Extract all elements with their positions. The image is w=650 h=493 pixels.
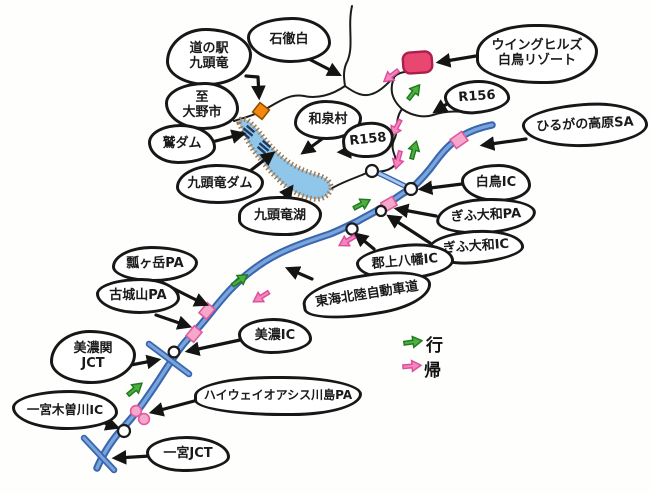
bubble-itoshiro: 石徹白	[247, 17, 331, 63]
return-arrow-icon	[249, 286, 273, 308]
arrow-washi-dam	[210, 129, 247, 144]
tokai-hokuriku-expressway-line	[80, 121, 496, 474]
road-r156-south	[372, 77, 404, 173]
return-arrow-icon	[379, 65, 403, 87]
arrow-gujo-hachiman-ic	[353, 232, 376, 251]
arrow-wing-hills	[435, 53, 478, 68]
pa-circles-icon-kawashima	[137, 412, 151, 426]
michinoeki-diamond-icon	[251, 101, 271, 121]
ic-circle-icon-gifu-yamato	[374, 204, 388, 218]
legend-go-label: 行	[426, 336, 443, 356]
local-roads	[233, 5, 465, 191]
bubble-michinoeki-kuzuryu: 道の駅 九頭竜	[166, 28, 252, 86]
arrow-gifu-yamato-ic	[386, 214, 432, 245]
road-to-resort	[344, 70, 415, 97]
legend-return-arrow-icon	[401, 359, 423, 373]
bubble-washi-dam: 鷲ダム	[148, 124, 216, 164]
bubble-wing-hills: ウイングヒルズ 白鳥リゾート	[476, 24, 598, 84]
road-r158-west	[233, 85, 346, 122]
resort-rect-icon	[401, 50, 434, 75]
bubble-to-ono-city: 至 大野市	[165, 82, 239, 130]
ic-circle-icon-ichinomiya-kisogawa	[116, 423, 132, 439]
go-arrow-icon	[405, 139, 423, 161]
bubble-highway-oasis-kawashima-pa: ハイウェイオアシス川島PA	[194, 376, 362, 416]
arrow-michinoeki	[244, 74, 266, 101]
bubble-ichinomiya-jct: 一宮JCT	[146, 436, 230, 472]
bubble-kuzuryu-dam: 九頭竜ダム	[176, 164, 264, 204]
arrow-hirugano	[479, 136, 528, 151]
pa-square-icon-fukubegatake	[197, 301, 217, 321]
bubble-kojozan-pa: 古城山PA	[96, 278, 180, 314]
bubble-mino-seki-jct: 美濃関 JCT	[50, 330, 136, 384]
pa-square-icon-hirugano	[448, 130, 470, 150]
ic-circle-icon-roads-junction	[364, 163, 380, 179]
arrow-kojozan-pa	[154, 313, 193, 330]
pa-square-icon-kojozan	[184, 324, 204, 344]
ic-circle-icon-gujo-hachiman	[345, 222, 359, 236]
legend-return-label: 帰	[424, 361, 441, 381]
arrow-shirotori-ic	[417, 180, 464, 196]
road-itoshiro	[343, 5, 353, 87]
bubble-ichinomiya-kisogawa-ic: 一宮木曽川IC	[12, 390, 118, 430]
arrow-tokai-hokuriku	[284, 266, 314, 281]
arrow-kuzuryu-dam	[248, 151, 276, 173]
bubble-mino-ic: 美濃IC	[238, 318, 312, 354]
legend-go-arrow-icon	[402, 334, 424, 350]
return-arrow-icon	[335, 230, 359, 252]
go-arrow-icon	[403, 80, 425, 104]
go-arrow-icon	[123, 378, 147, 400]
ic-circle-icon-shirotori	[403, 181, 419, 197]
arrow-izumi-mura	[300, 137, 324, 155]
ic-circle-icon-mino	[167, 345, 181, 359]
bubble-kuzuryu-lake: 九頭竜湖	[238, 196, 322, 236]
arrow-kawashima-pa	[148, 398, 200, 417]
arrow-ichinomiya-jct	[111, 450, 152, 465]
go-arrow-icon	[350, 194, 374, 214]
arrow-gifu-yamato-pa	[393, 203, 438, 219]
pa-circles-icon-kawashima	[129, 404, 143, 418]
arrow-mino-ic	[184, 338, 242, 357]
ic-circle-icons	[116, 163, 419, 439]
lake-icon	[236, 116, 334, 202]
